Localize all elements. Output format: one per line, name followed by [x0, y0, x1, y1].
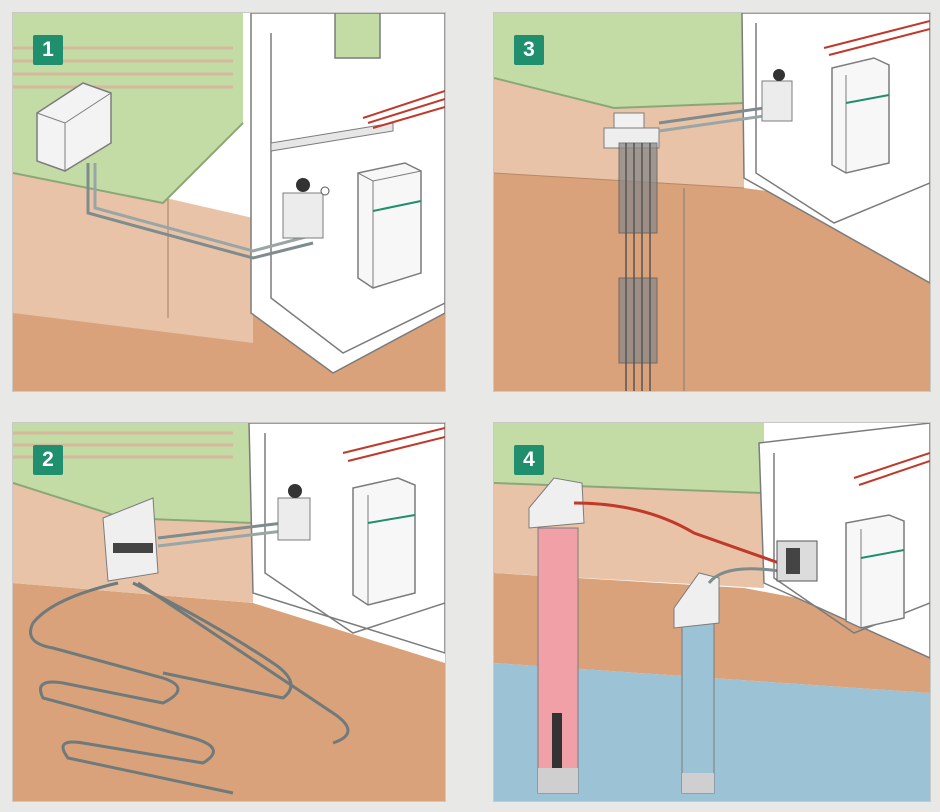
ground-probe-diagram [494, 13, 930, 391]
panel-1-air-source: 1 [12, 12, 446, 392]
panel-2-ground-collector: 2 [12, 422, 446, 802]
panel-3-ground-probes: 3 [493, 12, 931, 392]
panel-4-groundwater-wells: 4 [493, 422, 931, 802]
ground-collector-diagram [13, 423, 445, 801]
air-source-diagram [13, 13, 445, 391]
panel-number-badge: 1 [33, 35, 63, 65]
panel-number-badge: 4 [514, 445, 544, 475]
panel-number-badge: 3 [514, 35, 544, 65]
groundwater-well-diagram [494, 423, 930, 801]
panel-number-badge: 2 [33, 445, 63, 475]
